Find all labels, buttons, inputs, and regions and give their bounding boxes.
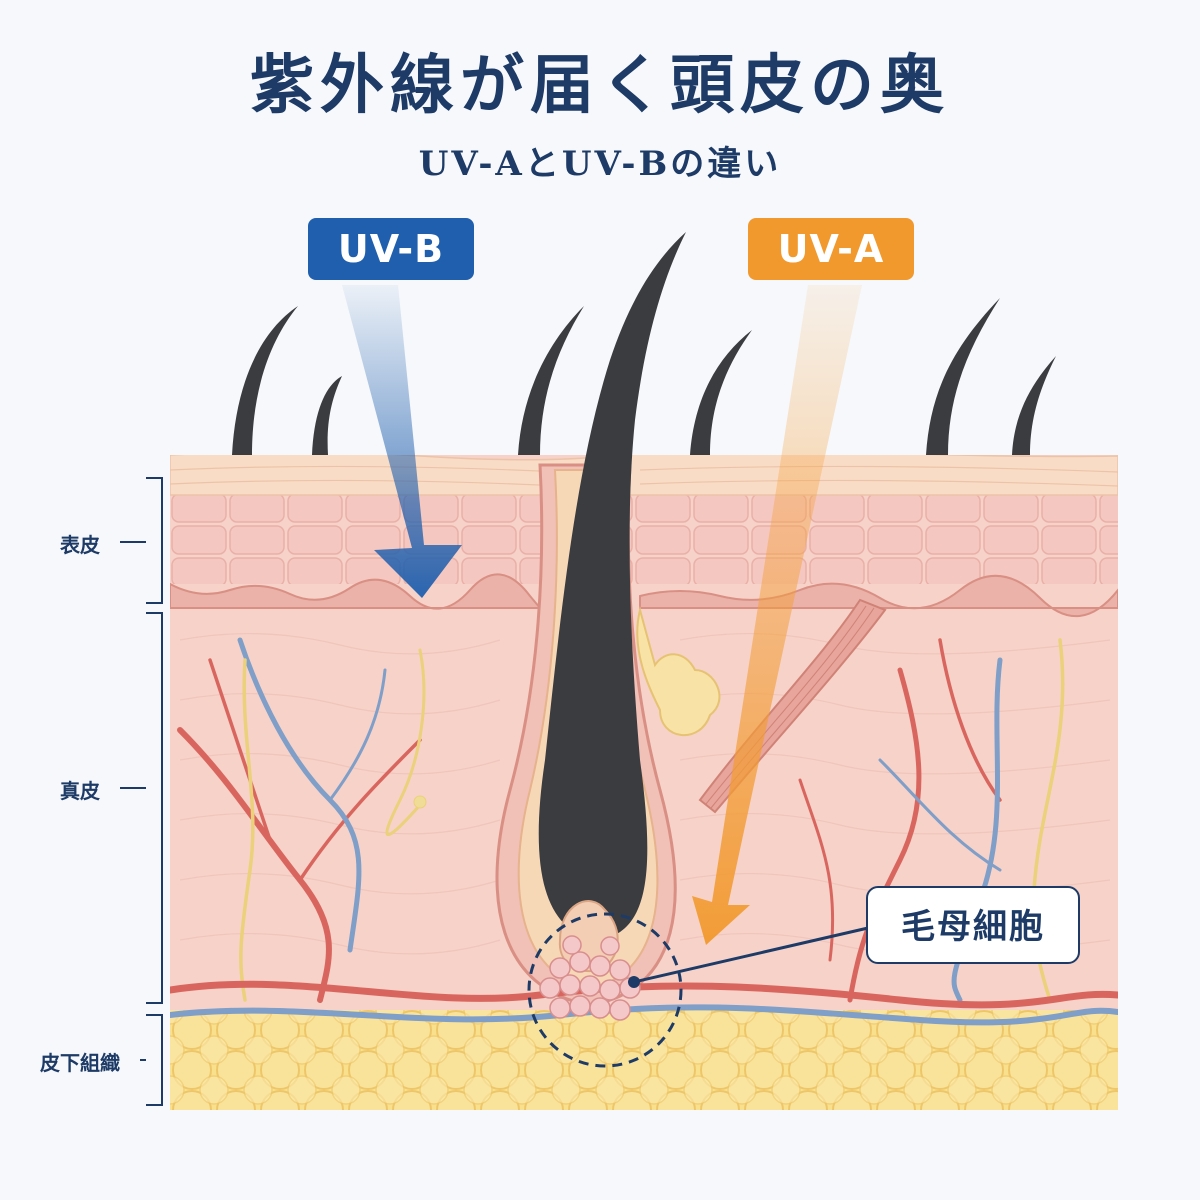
label-epidermis: 表皮	[60, 533, 100, 557]
hair-matrix-callout: 毛母細胞	[866, 886, 1080, 964]
page-subtitle: UV-AとUV-Bの違い	[418, 144, 782, 184]
label-subcutis: 皮下組織	[40, 1051, 120, 1075]
surface-hairs	[232, 298, 1056, 455]
uva-arrow	[692, 285, 862, 945]
hair-matrix-cells	[539, 935, 641, 1021]
uvb-badge: UV-B	[308, 218, 474, 280]
layer-brackets	[120, 477, 163, 1106]
main-hair	[538, 232, 686, 940]
epidermis-cells	[170, 492, 1118, 584]
matrix-highlight-circle	[527, 912, 683, 1068]
callout-leader-line	[633, 926, 869, 984]
label-dermis: 真皮	[60, 779, 100, 803]
page-title: 紫外線が届く頭皮の奥	[250, 48, 950, 123]
sebaceous-gland	[636, 606, 721, 737]
stratum-corneum	[170, 455, 1118, 496]
uvb-arrow	[342, 285, 462, 598]
uva-badge: UV-A	[748, 218, 914, 280]
